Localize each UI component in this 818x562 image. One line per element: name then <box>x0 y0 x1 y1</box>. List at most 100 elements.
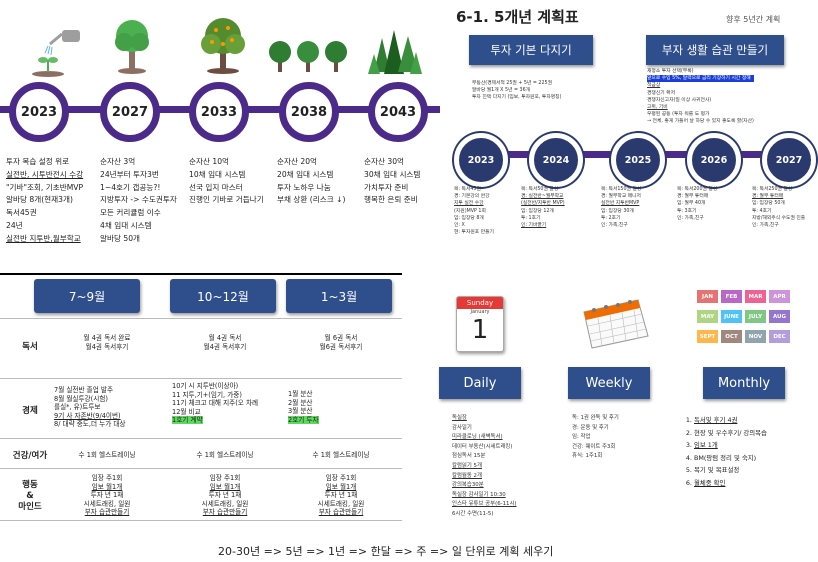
goal-line: 투: 2호기 <box>601 215 621 221</box>
plan-line: 투자 복습 설정 위로 <box>6 157 70 166</box>
plan-line: 독서45권 <box>6 208 37 218</box>
section-divider <box>0 273 402 275</box>
cell-line: 임보 월1개 <box>91 482 123 491</box>
plan-line: 10채 임대 시스템 <box>189 169 246 179</box>
daily-item: 칼럼읽기 5개 <box>452 462 482 469</box>
sprout-watering-icon <box>32 30 80 77</box>
plan-line: 실전반 지투반,월부학교 <box>6 233 81 243</box>
cell-line: 시세트래킹, 일원 <box>83 499 131 508</box>
cell-line: 8월 월실투강(시험) <box>54 394 108 403</box>
calendar-day-number: 1 <box>471 315 489 345</box>
mindset-q3: 임장 주1회 임보 월1개 투자 년 1채 시세트래킹, 일원 부자 습관만들기 <box>286 474 396 517</box>
cell-line: 투자 년 1채 <box>324 491 358 500</box>
plan-line: 가치투자 준비 <box>364 182 409 192</box>
quarter-header-jul-sep: 7~9월 <box>34 279 140 313</box>
weekly-calendar-icon <box>583 299 649 349</box>
month-cell: MAY <box>697 310 718 323</box>
note-line: 적금상 <box>647 83 661 89</box>
goal-line: 실전반 지투반MVP <box>601 201 640 207</box>
cell-line: 부자 습관만들기 <box>202 508 248 517</box>
daily-item: 강의복습30분 <box>452 482 484 489</box>
weekly-list: 독: 1권 완독 및 후기 경: 운동 및 후기 임: 작업 건강: 웨이트 주… <box>572 414 619 462</box>
goal-line: 경: 월부 튜터매 <box>752 194 784 200</box>
daily-item: 데이터 부동산(시세트래킹) <box>452 443 513 450</box>
goal-line: 목: 독서45권 <box>454 187 481 192</box>
plan-line: 부채 상환 (리스크 ↓) <box>277 195 346 205</box>
goal-line: 목: 독서200권 달성 <box>677 187 718 192</box>
cell-line: 임장 주1회 <box>209 474 241 482</box>
note-line: → 전체, 좋게 가들어 날 하당 수 있지 좋도록 할(자산) <box>647 119 754 125</box>
highlight-contract: 1호기 계약 <box>172 416 203 425</box>
plan-line: 순자산 30억 <box>364 157 405 166</box>
daily-item: 독실장 <box>452 415 467 421</box>
reading-q1: 월 4권 독서 완료 월4권 독서후기 <box>52 334 162 351</box>
goal-line: 목: 독서150권 달성 <box>601 187 642 192</box>
monthly-item: 임보 1개 <box>694 441 718 450</box>
goal-line: 임: 임장당 30개 <box>601 208 634 214</box>
cell-line: 12월 비교 <box>172 407 201 416</box>
cell-line: 월 6권 독서 <box>324 334 358 342</box>
cell-line: 임보 월1개 <box>209 482 241 491</box>
cell-line: 월 4권 독서 완료 <box>83 334 131 342</box>
quarter-header-oct-dec: 10~12월 <box>170 279 276 313</box>
row-label-health: 건강/여가 <box>12 451 48 461</box>
row-label-reading: 독서 <box>22 342 38 352</box>
plan-line: 알바당 8개(현재3개) <box>6 195 73 205</box>
daily-calendar-icon: Sunday January 1 <box>456 296 504 352</box>
plan-line: 순자산 10억 <box>189 157 230 166</box>
year-circle-2027: 2027 <box>100 82 160 142</box>
reading-q2: 월 4권 독서 월4권 독서후기 <box>170 334 280 351</box>
goal-line: 임: 임장당 50개 <box>752 201 785 207</box>
quarter-header-jan-mar: 1~3월 <box>286 279 392 313</box>
month-cell: SEPT <box>697 330 718 343</box>
cell-line: 1월 분산 <box>288 390 313 398</box>
cell-line: 3월 분산 <box>288 407 313 416</box>
month-cell: FEB <box>721 290 742 303</box>
calendar-day-name: Sunday <box>457 297 503 309</box>
year-2033-plan: 순자산 10억 10채 임대 시스템 선국 입지 마스터 진행인 기바로 거듭나… <box>189 156 264 207</box>
daily-item: 칼럼월동 2개 <box>452 472 482 479</box>
year-circle-2033: 2033 <box>189 82 249 142</box>
goal-line: 지투 실전 수강 <box>454 201 484 207</box>
goal-line: 경: 월부학교 매니저 <box>601 194 641 200</box>
cell-line: 월6권 독서후기 <box>319 342 363 351</box>
goal-line: 목: 독서250권 달성 <box>752 187 793 192</box>
cell-line: 부자 습관만들기 <box>84 508 130 517</box>
weekly-item: 독: 1권 완독 및 후기 <box>572 415 619 421</box>
note-line: 투자 진택 다지기 (임보, 투자원포, 투자명칭) <box>472 95 562 101</box>
plan-line: 24년 <box>6 220 23 230</box>
plan-line: 지방투자 -> 수도권투자 <box>100 195 177 205</box>
health-q1: 수 1회 헬스트레이닝 <box>78 451 136 459</box>
row-label-economy: 경제 <box>22 406 38 416</box>
note-line: 고위, 기비 <box>647 105 668 111</box>
economy-q2: 10기 시 지투반(이상아) 11 지투,기+(임기, 가중) 11기 체크고 … <box>172 382 282 425</box>
goal-line: 임: 월부 40개 <box>677 201 706 207</box>
daily-list: 독실장 감사일기 미라클로닝 (새벽독서) 데이터 부동산(시세트래킹) 점심독… <box>452 414 517 520</box>
plan-line: 30채 임대 시스템 <box>364 169 421 179</box>
health-q2: 수 1회 헬스트레이닝 <box>196 451 254 459</box>
row-divider <box>0 438 402 439</box>
daily-item: 6시간 수면(11-5) <box>452 510 494 517</box>
weekly-button: Weekly <box>568 367 650 399</box>
cell-line: 월 4권 독서 <box>208 334 242 342</box>
daily-button: Daily <box>439 367 521 399</box>
goal-line: 경: 실전반~월부학교 <box>521 194 564 200</box>
goal-line: 임: 임장당 12개 <box>521 208 554 214</box>
month-cell: NOV <box>745 330 766 343</box>
cell-line: 8/ 대략 중도,더 누가 대상 <box>54 420 126 429</box>
weekly-item: 임: 작업 <box>572 434 591 441</box>
goal-line: (실전반/지투반 MVP) <box>521 201 565 207</box>
month-cell: MAR <box>745 290 766 303</box>
weekly-item: 휴식: 1주1회 <box>572 453 603 460</box>
bottom-caption: 20-30년 => 5년 => 1년 => 한달 => 주 => 일 단위로 계… <box>218 545 554 558</box>
plan-line: 행복한 은퇴 준비 <box>364 195 418 205</box>
monthly-item: 월체중 확인 <box>694 478 726 487</box>
month-cell: DEC <box>769 330 790 343</box>
plan-line: 알바당 50개 <box>100 233 141 243</box>
note-line: 재정소 투자 선택(부록) <box>647 69 694 74</box>
cell-line: 11기 체크고 대해 지주(오 차례 <box>172 399 259 408</box>
goal-line: 임: 임장당 8개 <box>454 215 484 221</box>
daily-item: 인스타 유튜브 공부(6-11시) <box>452 501 517 508</box>
forest-icon <box>368 30 422 74</box>
daily-item: 감사일기 <box>452 424 472 431</box>
